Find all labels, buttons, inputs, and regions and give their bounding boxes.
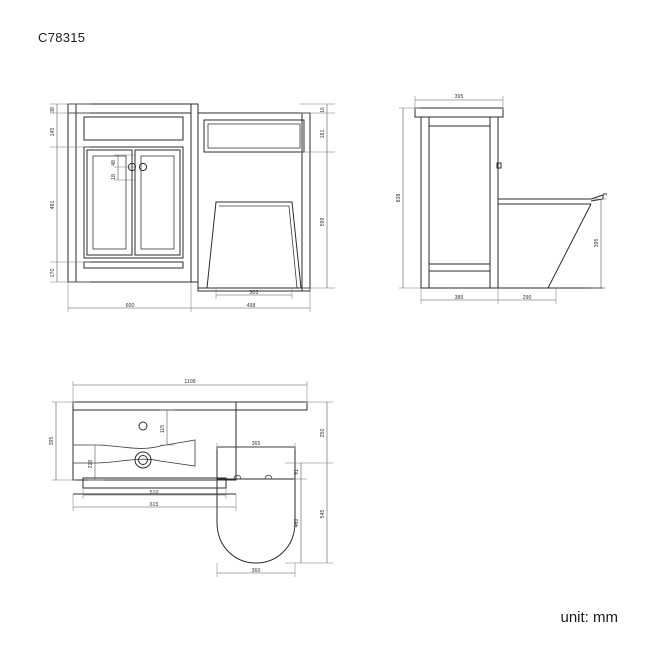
side-elevation-geometry	[414, 107, 604, 289]
page-title: C78315	[38, 30, 86, 45]
dim-side-838: 838	[396, 194, 402, 203]
dim-front-18: 18	[111, 174, 117, 180]
dim-front-599: 599	[320, 218, 326, 227]
dim-plan-395: 395	[49, 437, 55, 446]
unit-label: unit: mm	[560, 609, 618, 626]
plan-left-dimensions: 395	[49, 401, 76, 481]
side-elevation-top-dimensions: 395	[414, 94, 504, 110]
dim-side-395-right: 395	[594, 239, 600, 248]
dim-side-395-top: 395	[455, 94, 464, 100]
dim-plan-115: 115	[160, 425, 166, 433]
plan-bottom-dimensions: 510 615 365 360	[72, 441, 296, 577]
dim-plan-365: 365	[252, 441, 261, 447]
side-elevation-left-dimensions: 838	[396, 107, 420, 289]
plan-view: 1108 395 115 220	[49, 379, 333, 577]
plan-top-dimensions: 1108	[72, 379, 308, 404]
dim-front-38: 38	[50, 107, 56, 113]
dim-plan-220: 220	[88, 460, 94, 469]
dim-front-181: 181	[320, 130, 326, 139]
front-elevation-geometry	[67, 103, 311, 292]
side-elevation-view: 395 838 8 395 385	[396, 94, 609, 304]
dim-side-8: 8	[603, 192, 609, 195]
front-elevation-view: 38 145 481 170 16 181 599	[50, 103, 335, 312]
dim-front-303: 303	[250, 290, 259, 296]
dim-front-145: 145	[50, 128, 56, 137]
side-elevation-right-dimensions: 8 395	[591, 192, 609, 289]
side-elevation-bottom-dimensions: 385 290	[420, 288, 557, 304]
dim-plan-615: 615	[150, 502, 159, 508]
dim-front-600: 600	[126, 303, 135, 309]
front-elevation-bottom-dimensions: 303 600 498	[67, 282, 311, 312]
dim-plan-91: 91	[294, 469, 300, 475]
plan-right-dimensions: 250 545 91 460	[285, 401, 333, 564]
dim-front-170: 170	[50, 269, 56, 278]
front-elevation-left-dimensions: 38 145 481 170	[50, 103, 90, 283]
dim-plan-545: 545	[320, 510, 326, 519]
dim-plan-250: 250	[320, 429, 326, 438]
dim-front-481: 481	[50, 201, 56, 210]
plan-view-geometry	[72, 401, 308, 564]
dim-side-385: 385	[455, 295, 464, 301]
plan-inner-dimensions: 115 220	[88, 409, 175, 481]
dim-plan-1108: 1108	[184, 379, 195, 385]
front-elevation-right-dimensions: 16 181 599	[300, 103, 335, 289]
dim-plan-510: 510	[150, 490, 159, 496]
dim-plan-360: 360	[252, 568, 261, 574]
dim-front-48: 48	[111, 160, 117, 166]
dim-plan-460: 460	[294, 519, 300, 528]
front-elevation-detail-dimensions: 48 18	[111, 154, 136, 181]
dim-front-16: 16	[320, 107, 326, 113]
dim-side-290: 290	[523, 295, 532, 301]
dim-front-498: 498	[247, 303, 256, 309]
